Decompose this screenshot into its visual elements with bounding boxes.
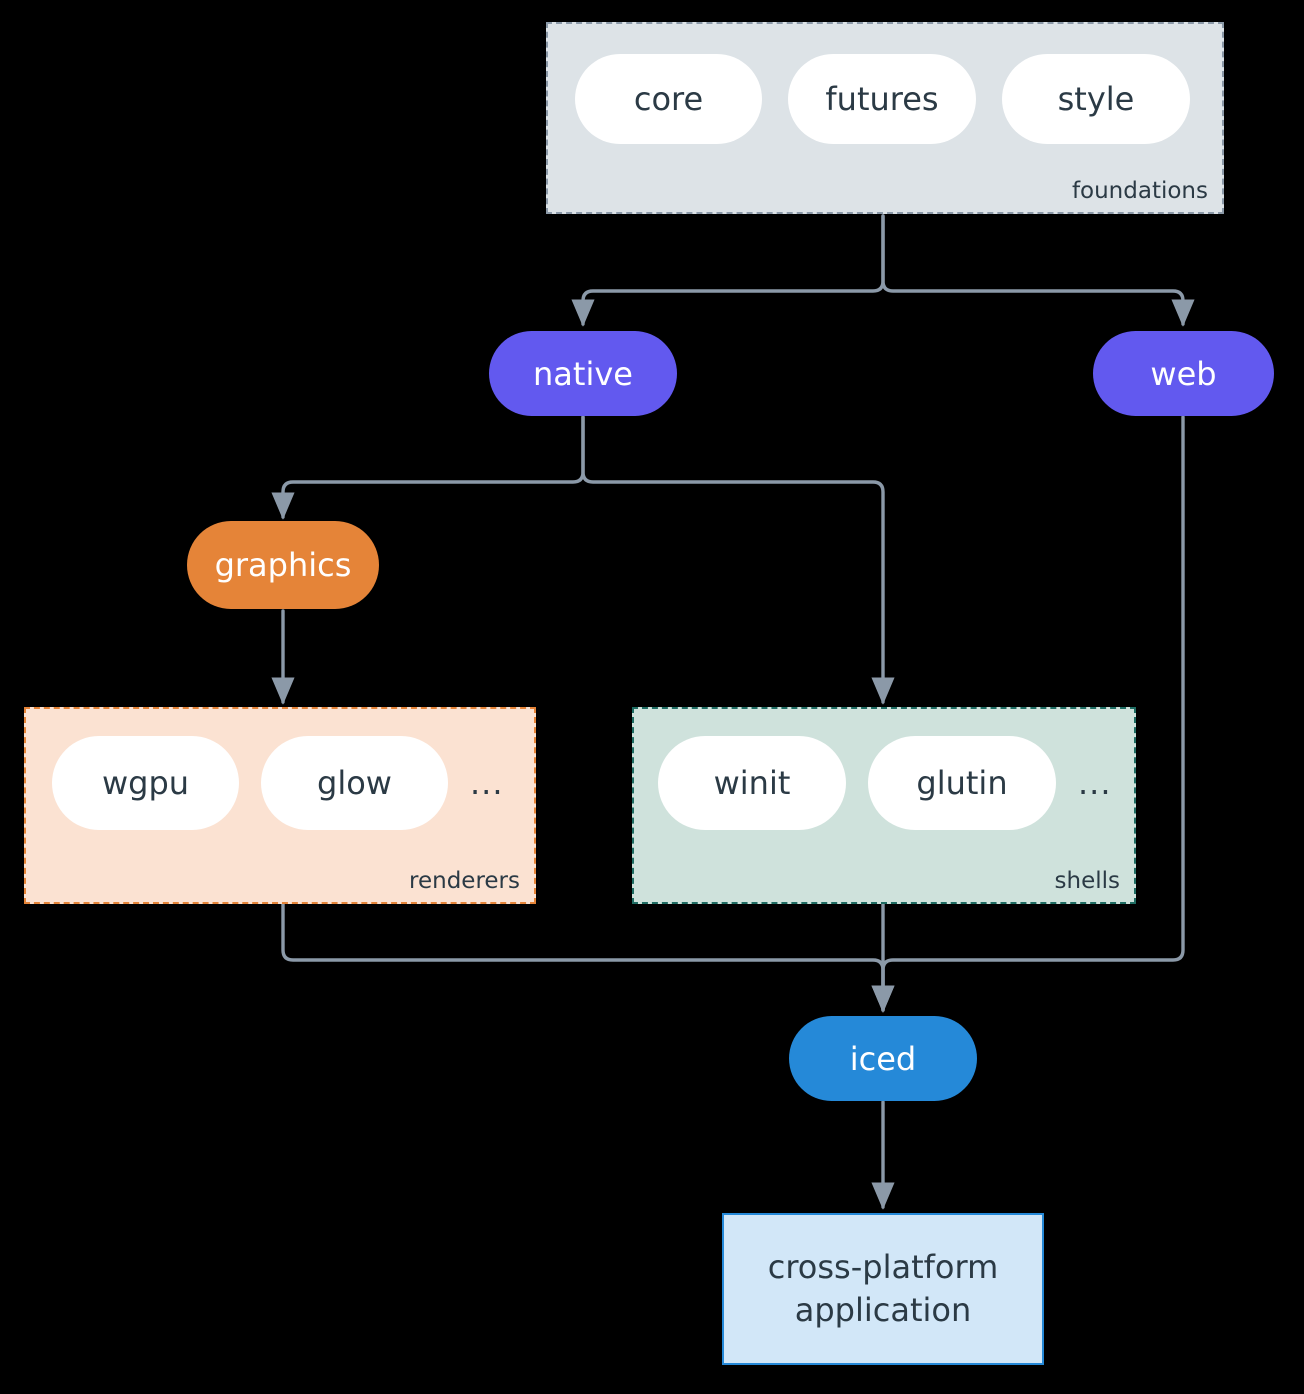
cluster-renderers-label: renderers: [409, 868, 520, 894]
edge-renderers-iced: [281, 902, 895, 1013]
node-futures-label: futures: [825, 80, 939, 118]
shells-node-row: winit glutin ...: [658, 736, 1112, 830]
node-glutin[interactable]: glutin: [868, 736, 1056, 830]
edge-foundations-native: [571, 214, 885, 327]
node-glow-label: glow: [317, 764, 392, 802]
foundations-node-row: core futures style: [575, 54, 1190, 144]
node-wgpu-label: wgpu: [101, 764, 190, 802]
node-futures[interactable]: futures: [788, 54, 976, 144]
cluster-foundations-label: foundations: [1071, 178, 1208, 204]
node-iced-label: iced: [849, 1039, 917, 1078]
node-winit[interactable]: winit: [658, 736, 846, 830]
renderers-node-row: wgpu glow ...: [52, 736, 504, 830]
node-core-label: core: [633, 80, 704, 118]
node-graphics-label: graphics: [214, 546, 352, 584]
application-line-2: application: [794, 1291, 972, 1329]
node-winit-label: winit: [713, 764, 791, 802]
shells-ellipsis: ...: [1078, 764, 1112, 802]
node-cross-platform-application[interactable]: cross-platform application: [722, 1213, 1044, 1365]
node-style[interactable]: style: [1002, 54, 1190, 144]
edge-foundations-web: [881, 214, 1195, 327]
cluster-shells: winit glutin ... shells: [632, 707, 1136, 904]
edge-native-graphics: [271, 415, 585, 520]
edge-native-shells: [581, 415, 895, 705]
node-glutin-label: glutin: [916, 764, 1008, 802]
node-native[interactable]: native: [489, 331, 677, 416]
node-web-label: web: [1150, 354, 1217, 393]
node-core[interactable]: core: [575, 54, 762, 144]
node-iced[interactable]: iced: [789, 1016, 977, 1101]
node-web[interactable]: web: [1093, 331, 1274, 416]
node-native-label: native: [533, 354, 633, 393]
renderers-ellipsis: ...: [470, 764, 504, 802]
application-line-1: cross-platform: [767, 1247, 999, 1286]
cluster-shells-label: shells: [1054, 868, 1120, 894]
node-glow[interactable]: glow: [261, 736, 448, 830]
node-graphics[interactable]: graphics: [187, 521, 379, 609]
cluster-renderers: wgpu glow ... renderers: [24, 707, 536, 904]
node-style-label: style: [1057, 80, 1135, 118]
node-wgpu[interactable]: wgpu: [52, 736, 239, 830]
cluster-foundations: core futures style foundations: [546, 22, 1224, 214]
edge-web-iced: [871, 415, 1185, 1013]
